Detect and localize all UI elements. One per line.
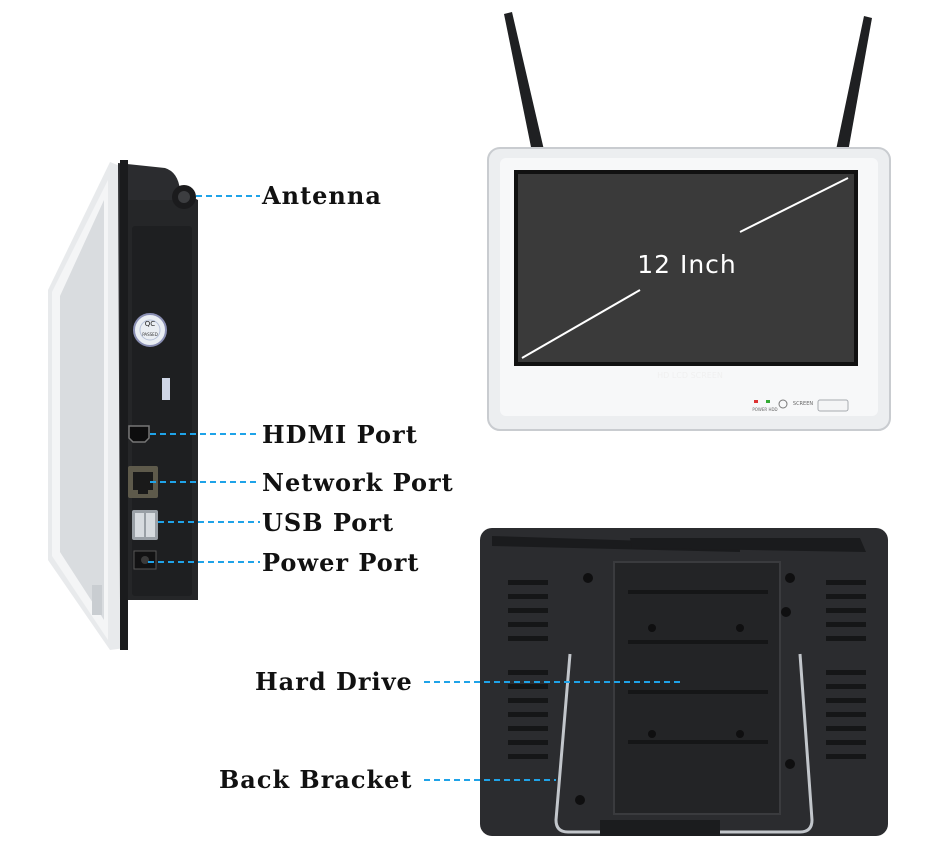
qc-sticker-icon bbox=[133, 313, 167, 347]
antenna-icon bbox=[172, 185, 196, 209]
hdd-led-icon bbox=[766, 400, 770, 403]
dc-power-jack-icon bbox=[133, 550, 157, 570]
screen-button[interactable] bbox=[817, 399, 849, 412]
bezel-caption: HD LCD SCREEN bbox=[657, 371, 723, 380]
button-caption: SCREEN bbox=[792, 401, 814, 407]
usb-port-label: USB Port bbox=[262, 508, 395, 537]
power-port-label: Power Port bbox=[262, 548, 420, 577]
diagonal-line bbox=[521, 289, 641, 359]
hdmi-port-icon bbox=[128, 425, 150, 443]
antenna-right-icon bbox=[836, 16, 872, 152]
serial-label-icon bbox=[162, 378, 170, 400]
led-caption: POWER HDD bbox=[752, 407, 778, 412]
hdmi-port-label: HDMI Port bbox=[262, 420, 418, 449]
rj45-port-icon bbox=[128, 466, 158, 498]
screen-size-text: 12 Inch bbox=[637, 250, 737, 279]
hard-drive-bay bbox=[613, 561, 781, 815]
vent-right bbox=[826, 580, 866, 759]
back-bracket-label: Back Bracket bbox=[219, 765, 413, 794]
vent-left bbox=[508, 580, 548, 759]
qc-sticker-top: QC bbox=[144, 320, 156, 328]
ir-sensor-icon bbox=[778, 399, 788, 409]
display-screen bbox=[514, 170, 858, 366]
hard-drive-label: Hard Drive bbox=[255, 667, 413, 696]
antenna-left-icon bbox=[504, 12, 544, 152]
antenna-label: Antenna bbox=[262, 181, 382, 210]
side-view-panel bbox=[48, 162, 125, 650]
power-led-icon bbox=[754, 400, 758, 403]
usb-port-icon bbox=[132, 510, 158, 540]
qc-sticker-bottom: PASSED bbox=[142, 332, 158, 337]
network-port-label: Network Port bbox=[262, 468, 454, 497]
